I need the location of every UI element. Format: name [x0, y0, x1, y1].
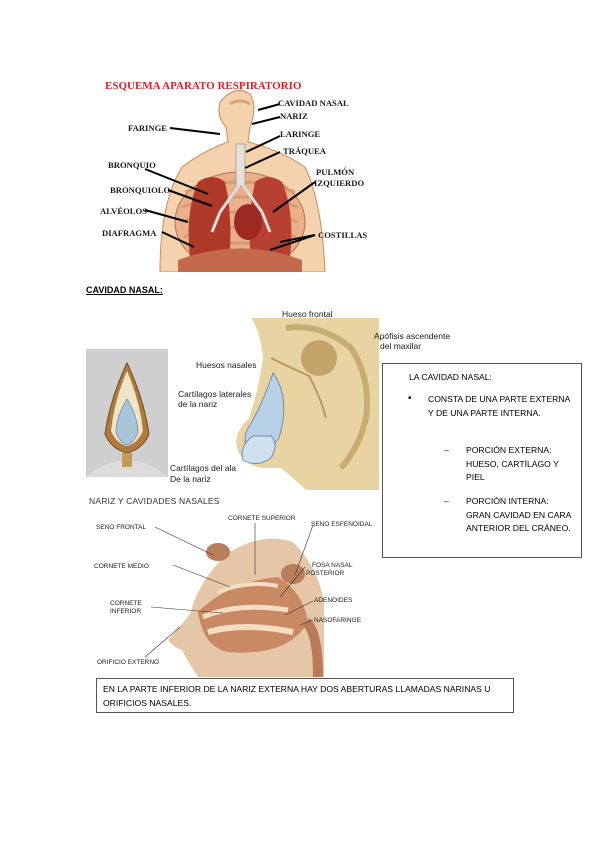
- label-pulmon: PULMÓN: [316, 167, 355, 177]
- info-bullet-text: CONSTA DE UNA PARTE EXTERNA Y DE UNA PAR…: [428, 394, 570, 418]
- respiratory-diagram: ESQUEMA APARATO RESPIRATORIO CAVIDAD NAS…: [90, 72, 390, 272]
- label-izquierdo: IZQUIERDO: [314, 178, 365, 188]
- cavities-leader-lines: [144, 523, 314, 658]
- label-bronquio: BRONQUIO: [108, 160, 156, 170]
- nasal-cavities-illustration: [168, 538, 324, 677]
- info-subitem-externa-text: PORCIÓN EXTERNA: HUESO, CARTÍLAGO Y PIEL: [466, 445, 559, 482]
- label-adenoides: ADENOIDES: [314, 597, 353, 604]
- note-box: EN LA PARTE INFERIOR DE LA NARIZ EXTERNA…: [96, 678, 514, 713]
- label-apofisis-2: del maxilar: [380, 341, 422, 351]
- label-faringe: FARINGE: [128, 123, 167, 133]
- label-cartilagos-ala: Cartílagos del ala: [170, 463, 237, 473]
- label-hueso-frontal: Hueso frontal: [282, 309, 333, 319]
- dash-icon: –: [444, 496, 449, 506]
- label-diafragma: DIAFRAGMA: [102, 228, 157, 238]
- label-cornete-inferior: CORNETE: [110, 600, 142, 607]
- info-box-title: LA CAVIDAD NASAL:: [409, 372, 492, 382]
- label-apofisis: Apófisis ascendente: [374, 331, 451, 341]
- cavities-title: NARIZ Y CAVIDADES NASALES: [89, 496, 220, 506]
- label-orificio-externo: ORIFICIO EXTERNO: [97, 659, 160, 666]
- nose-front-illustration: [86, 349, 168, 477]
- label-costillas: COSTILLAS: [318, 230, 368, 240]
- bullet-icon: •: [408, 393, 412, 404]
- label-fosa-nasal-2: POSTERIOR: [306, 570, 345, 577]
- label-fosa-nasal: FOSA NASAL: [312, 562, 353, 569]
- section-heading: CAVIDAD NASAL:: [86, 285, 163, 295]
- label-traquea: TRÁQUEA: [283, 146, 326, 156]
- respiratory-illustration: [144, 89, 326, 272]
- info-box: LA CAVIDAD NASAL: • CONSTA DE UNA PARTE …: [382, 363, 582, 558]
- label-nasofaringe: NASOFARINGE: [314, 617, 361, 624]
- label-bronquiolo: BRONQUIOLO: [110, 185, 171, 195]
- label-huesos-nasales: Huesos nasales: [196, 360, 257, 370]
- label-cornete-medio: CORNETE MEDIO: [94, 563, 149, 570]
- label-cornete-inferior-2: INFERIOR: [110, 608, 142, 615]
- label-seno-esfenoidal: SENO ESFENOIDAL: [311, 521, 373, 528]
- info-subitem-interna-text: PORCIÓN INTERNA: GRAN CAVIDAD EN CARA AN…: [466, 496, 571, 533]
- label-cartilagos-laterales-2: de la nariz: [178, 399, 218, 409]
- nose-skull-illustration: [236, 318, 379, 490]
- label-alveolos: ALVÉOLOS: [100, 206, 147, 216]
- respiratory-title: ESQUEMA APARATO RESPIRATORIO: [105, 80, 302, 92]
- dash-icon: –: [444, 445, 449, 455]
- label-laringe: LARINGE: [280, 129, 321, 139]
- label-cavidad-nasal: CAVIDAD NASAL: [278, 98, 349, 108]
- label-seno-frontal: SENO FRONTAL: [96, 524, 147, 531]
- label-cartilagos-ala-2: De la nariz: [170, 474, 211, 484]
- label-cornete-superior: CORNETE SUPERIOR: [228, 515, 296, 522]
- label-nariz: NARIZ: [280, 111, 308, 121]
- label-cartilagos-laterales: Cartílagos laterales: [178, 389, 252, 399]
- note-text: EN LA PARTE INFERIOR DE LA NARIZ EXTERNA…: [103, 684, 491, 708]
